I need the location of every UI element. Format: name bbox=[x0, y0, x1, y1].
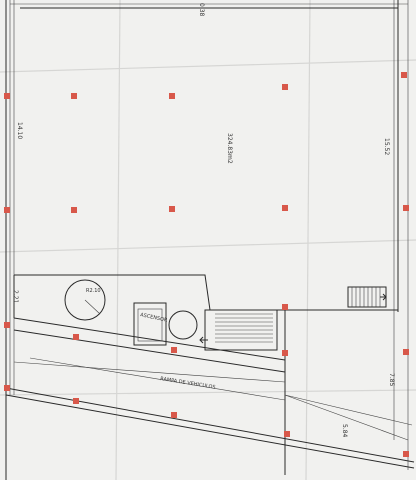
column-marker bbox=[403, 349, 409, 355]
dimension-top: 0.38 bbox=[198, 3, 205, 17]
column-marker bbox=[171, 347, 177, 353]
building-outline bbox=[5, 0, 415, 480]
column-marker bbox=[401, 72, 407, 78]
dimension-right-lower: 7.85 bbox=[388, 373, 395, 387]
column-marker bbox=[71, 207, 77, 213]
column-marker bbox=[169, 93, 175, 99]
column-marker bbox=[73, 334, 79, 340]
column-marker bbox=[71, 93, 77, 99]
column-marker bbox=[284, 431, 290, 437]
elevator-shaft bbox=[133, 302, 167, 346]
column-marker bbox=[4, 207, 10, 213]
dimension-lines bbox=[9, 0, 413, 470]
stair-central bbox=[199, 309, 278, 351]
dimension-diagonal: 5.84 bbox=[341, 424, 348, 438]
dimension-left-lower: 2.21 bbox=[12, 290, 19, 304]
column-marker bbox=[169, 206, 175, 212]
dimension-right-upper: 15.52 bbox=[383, 138, 390, 155]
column-marker bbox=[4, 93, 10, 99]
column-marker bbox=[4, 385, 10, 391]
column-marker bbox=[282, 84, 288, 90]
column-marker bbox=[282, 304, 288, 310]
area-label: 324.83m2 bbox=[226, 133, 233, 164]
column-marker bbox=[171, 412, 177, 418]
radius-line bbox=[84, 299, 101, 315]
column-marker bbox=[403, 451, 409, 457]
dimension-left-upper: 14.10 bbox=[16, 122, 23, 139]
elevator-label: ASCENSOR bbox=[140, 312, 169, 324]
circle-radius-label: R2.10 bbox=[86, 288, 101, 294]
columns bbox=[4, 72, 409, 457]
ramp-label: RAMPA DE VEHICULOS bbox=[160, 376, 216, 391]
circular-element bbox=[64, 279, 106, 321]
column-marker bbox=[73, 398, 79, 404]
column-marker bbox=[4, 322, 10, 328]
circular-column bbox=[168, 310, 198, 340]
stair-upper-right bbox=[347, 286, 387, 308]
column-marker bbox=[282, 350, 288, 356]
column-marker bbox=[403, 205, 409, 211]
column-marker bbox=[282, 205, 288, 211]
